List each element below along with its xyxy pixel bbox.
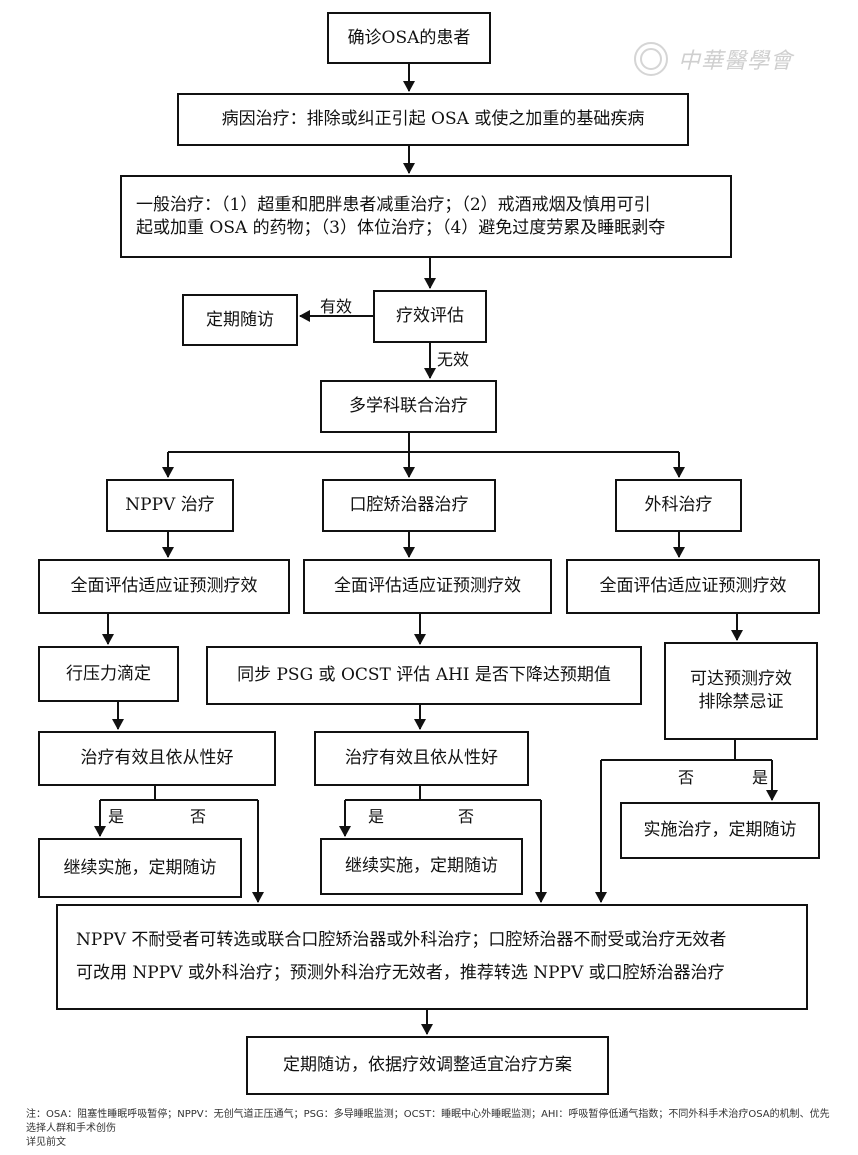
label-nppv-yes: 是: [108, 807, 125, 826]
label-surgery-yes: 是: [752, 768, 769, 787]
node-diagnosis: 确诊OSA的患者: [327, 12, 491, 64]
node-surgery: 外科治疗: [615, 479, 742, 532]
label-effective: 有效: [320, 297, 353, 316]
watermark-text: 中華醫學會: [678, 49, 794, 74]
node-general-treatment: 一般治疗：（1）超重和肥胖患者减重治疗；（2）戒酒戒烟及慎用可引 起或加重 OS…: [120, 175, 732, 258]
node-assess-nppv: 全面评估适应证预测疗效: [38, 559, 290, 614]
node-final-followup: 定期随访，依据疗效调整适宜治疗方案: [246, 1036, 609, 1095]
footnote-line2: 详见前文: [26, 1137, 66, 1148]
alternative-line2: 可改用 NPPV 或外科治疗；预测外科治疗无效者，推荐转选 NPPV 或口腔矫治…: [76, 963, 725, 983]
general-treatment-line1: 一般治疗：（1）超重和肥胖患者减重治疗；（2）戒酒戒烟及慎用可引: [136, 194, 651, 215]
node-assess-oral: 全面评估适应证预测疗效: [303, 559, 552, 614]
node-alternative-treatment: NPPV 不耐受者可转选或联合口腔矫治器或外科治疗；口腔矫治器不耐受或治疗无效者…: [56, 904, 808, 1010]
node-implement-surgery: 实施治疗，定期随访: [620, 802, 820, 859]
node-assess-surgery: 全面评估适应证预测疗效: [566, 559, 820, 614]
node-continue-oral: 继续实施，定期随访: [320, 838, 523, 895]
node-pressure-titration: 行压力滴定: [38, 646, 179, 702]
label-nppv-no: 否: [190, 807, 207, 826]
node-continue-nppv: 继续实施，定期随访: [38, 838, 242, 898]
surgery-check-line1: 可达预测疗效: [690, 669, 792, 690]
node-adherence-nppv: 治疗有效且依从性好: [38, 731, 276, 786]
alternative-line1: NPPV 不耐受者可转选或联合口腔矫治器或外科治疗；口腔矫治器不耐受或治疗无效者: [76, 930, 727, 951]
node-efficacy-evaluation: 疗效评估: [373, 290, 487, 343]
label-oral-no: 否: [458, 807, 475, 826]
node-oral-appliance: 口腔矫治器治疗: [322, 479, 496, 532]
footnote-line1: 注：OSA：阻塞性睡眠呼吸暂停；NPPV：无创气道正压通气；PSG：多导睡眠监测…: [26, 1109, 830, 1134]
label-oral-yes: 是: [368, 807, 385, 826]
node-etiology: 病因治疗：排除或纠正引起 OSA 或使之加重的基础疾病: [177, 93, 689, 146]
general-treatment-line2: 起或加重 OSA 的药物；（3）体位治疗；（4）避免过度劳累及睡眠剥夺: [136, 217, 666, 238]
node-adherence-oral: 治疗有效且依从性好: [314, 731, 529, 786]
node-nppv: NPPV 治疗: [106, 479, 234, 532]
label-surgery-no: 否: [678, 768, 695, 787]
seal-icon: [634, 42, 668, 76]
watermark: 中華醫學會: [634, 42, 793, 76]
label-ineffective: 无效: [437, 350, 470, 369]
surgery-check-line2: 排除禁忌证: [698, 692, 784, 712]
node-followup-effective: 定期随访: [182, 294, 298, 346]
node-surgery-check: 可达预测疗效 排除禁忌证: [664, 642, 818, 740]
node-multidisciplinary: 多学科联合治疗: [320, 380, 497, 433]
footnote: 注：OSA：阻塞性睡眠呼吸暂停；NPPV：无创气道正压通气；PSG：多导睡眠监测…: [26, 1108, 836, 1150]
node-psg-ocst: 同步 PSG 或 OCST 评估 AHI 是否下降达预期值: [206, 646, 642, 705]
